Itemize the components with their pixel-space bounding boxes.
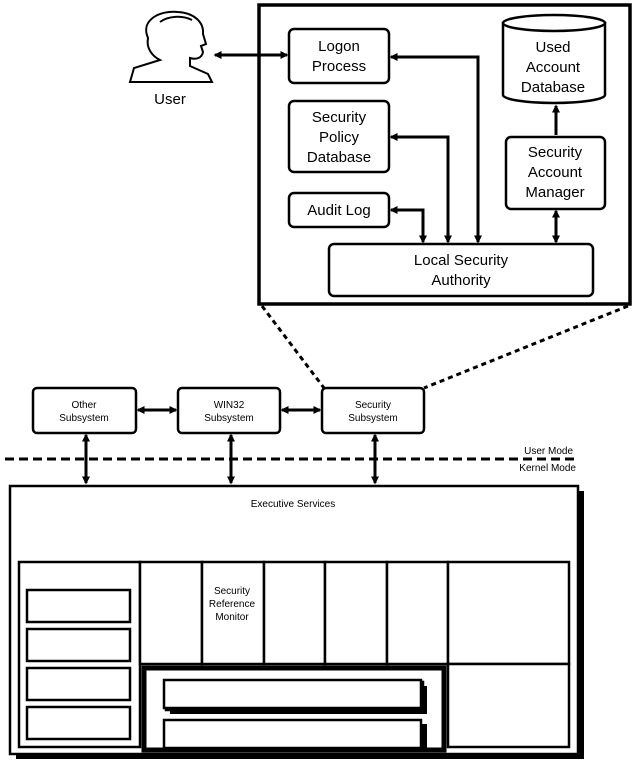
logon-process-line-1: Logon bbox=[318, 38, 360, 55]
sam-line-3: Manager bbox=[525, 184, 584, 201]
audit-log-box: Audit Log bbox=[287, 191, 391, 229]
logon-lsa-arrow bbox=[389, 53, 482, 244]
security-subsystem-line-2: Subsystem bbox=[348, 413, 397, 424]
srm-line-3: Monitor bbox=[215, 612, 249, 623]
local-security-authority-box: Local Security Authority bbox=[327, 242, 595, 298]
executive-services-label: Executive Services bbox=[251, 499, 335, 510]
user-icon bbox=[128, 10, 214, 83]
lsa-line-2: Authority bbox=[431, 272, 491, 289]
user-mode-label: User Mode bbox=[524, 446, 573, 457]
audit-log-label: Audit Log bbox=[307, 202, 370, 219]
audit-lsa-arrow bbox=[389, 206, 427, 244]
win32-subsystem-box: WIN32 Subsystem bbox=[176, 386, 282, 435]
other-subsystem-line-2: Subsystem bbox=[59, 413, 108, 424]
win32-subsystem-line-1: WIN32 bbox=[214, 400, 245, 411]
executive-components bbox=[17, 560, 571, 753]
policy-db-line-1: Security bbox=[312, 109, 367, 126]
used-db-line-3: Database bbox=[521, 79, 585, 96]
security-policy-database-box: Security Policy Database bbox=[287, 99, 391, 174]
policy-lsa-arrow bbox=[389, 133, 452, 244]
security-subsystem-line-1: Security bbox=[355, 400, 391, 411]
other-subsystem-line-1: Other bbox=[71, 400, 97, 411]
zoom-line-left bbox=[260, 305, 326, 389]
security-account-manager-box: Security Account Manager bbox=[504, 135, 607, 211]
used-db-line-1: Used bbox=[535, 39, 570, 56]
zoom-line-right bbox=[423, 304, 629, 390]
logon-process-line-2: Process bbox=[312, 58, 366, 75]
policy-db-line-2: Policy bbox=[319, 129, 360, 146]
security-subsystem-box: Security Subsystem bbox=[320, 386, 426, 435]
other-subsystem-box: Other Subsystem bbox=[31, 386, 138, 435]
used-account-database-cylinder: Used Account Database bbox=[501, 13, 607, 105]
user-label: User bbox=[154, 91, 186, 108]
used-db-line-2: Account bbox=[526, 59, 581, 76]
srm-line-2: Reference bbox=[209, 599, 256, 610]
srm-line-1: Security bbox=[214, 586, 250, 597]
security-reference-monitor-box bbox=[200, 560, 266, 666]
win32-subsystem-line-2: Subsystem bbox=[204, 413, 253, 424]
lsa-line-1: Local Security bbox=[414, 252, 509, 269]
sam-line-1: Security bbox=[528, 144, 583, 161]
kernel-mode-label: Kernel Mode bbox=[519, 463, 576, 474]
policy-db-line-3: Database bbox=[307, 149, 371, 166]
sam-line-2: Account bbox=[528, 164, 583, 181]
logon-process-box: Logon Process bbox=[287, 27, 391, 85]
